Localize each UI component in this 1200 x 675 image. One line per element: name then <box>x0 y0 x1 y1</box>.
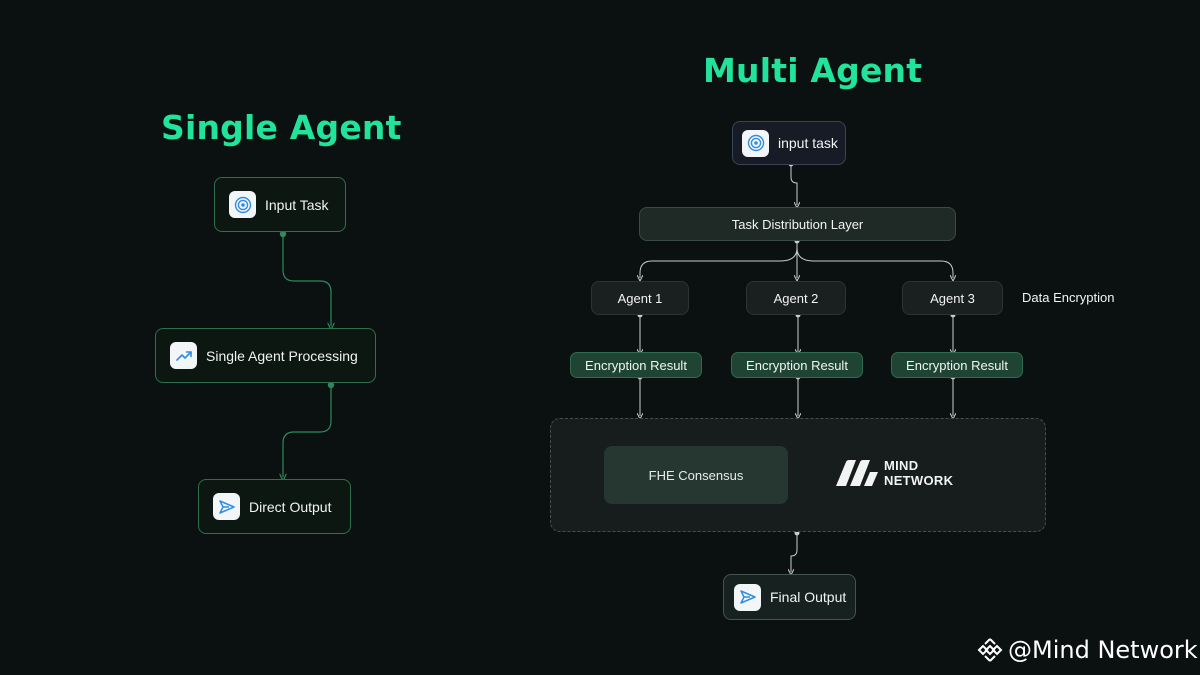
single-direct-output-label: Direct Output <box>249 498 332 515</box>
single-agent-connectors <box>280 230 333 477</box>
watermark: @Mind Network <box>976 636 1198 664</box>
single-agent-title: Single Agent <box>161 108 402 147</box>
agent-3-label: Agent 3 <box>930 290 975 306</box>
mind-network-logo: MIND NETWORK <box>834 458 953 488</box>
brand-line-1: MIND <box>884 458 919 473</box>
send-icon <box>213 493 240 520</box>
binance-icon <box>977 638 1003 662</box>
agent-1-node: Agent 1 <box>591 281 689 315</box>
fhe-consensus-label: FHE Consensus <box>648 467 744 483</box>
task-distribution-layer-label: Task Distribution Layer <box>731 216 864 232</box>
multi-input-task-label: input task <box>778 135 838 151</box>
final-output-label: Final Output <box>770 589 847 605</box>
single-input-task-label: Input Task <box>265 196 329 213</box>
encryption-result-2: Encryption Result <box>731 352 863 378</box>
task-distribution-layer-node: Task Distribution Layer <box>639 207 956 241</box>
encryption-result-1: Encryption Result <box>570 352 702 378</box>
agent-2-label: Agent 2 <box>773 290 819 306</box>
agent-3-node: Agent 3 <box>902 281 1003 315</box>
multi-agent-title: Multi Agent <box>703 51 923 90</box>
mind-network-logo-icon <box>836 460 878 486</box>
data-encryption-label: Data Encryption <box>1022 290 1115 305</box>
agent-1-label: Agent 1 <box>617 290 663 306</box>
single-direct-output-node: Direct Output <box>198 479 351 534</box>
single-input-task-node: Input Task <box>214 177 346 232</box>
final-output-node: Final Output <box>723 574 856 620</box>
target-icon <box>742 129 769 157</box>
single-agent-processing-node: Single Agent Processing <box>155 328 376 383</box>
encryption-result-3: Encryption Result <box>891 352 1023 378</box>
brand-line-2: NETWORK <box>884 473 954 488</box>
watermark-text: @Mind Network <box>1008 636 1198 664</box>
target-icon <box>229 191 256 218</box>
single-agent-processing-label: Single Agent Processing <box>206 347 358 364</box>
fhe-consensus-node: FHE Consensus <box>604 446 788 504</box>
send-icon <box>734 583 761 611</box>
multi-input-task-node: input task <box>732 121 846 165</box>
agent-2-node: Agent 2 <box>746 281 846 315</box>
trend-up-icon <box>170 342 197 369</box>
